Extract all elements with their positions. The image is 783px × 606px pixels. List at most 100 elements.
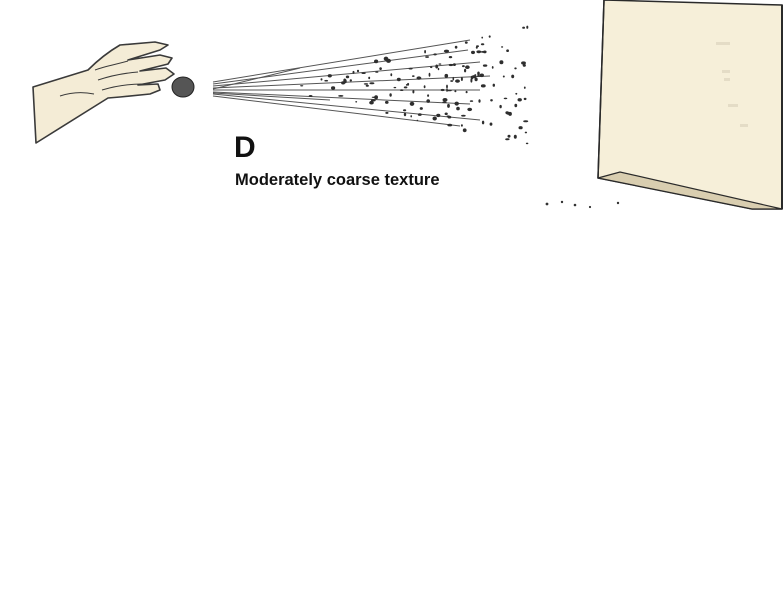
spray-particle bbox=[480, 84, 486, 88]
spray-particle bbox=[454, 101, 459, 106]
spray-particle bbox=[375, 71, 379, 73]
spray-particle bbox=[419, 107, 423, 110]
spray-particle bbox=[499, 60, 504, 65]
spray-particle bbox=[403, 109, 407, 112]
clay-ball-icon bbox=[171, 76, 195, 98]
spray-particle bbox=[460, 77, 463, 81]
spray-particle bbox=[430, 66, 433, 69]
spray-particle bbox=[379, 67, 382, 70]
spray-particle bbox=[349, 79, 352, 82]
spray-particle bbox=[452, 76, 455, 81]
panel-caption: Moderately coarse texture bbox=[235, 171, 440, 189]
throwing-hand-icon bbox=[32, 41, 175, 144]
spray-particle bbox=[403, 112, 407, 117]
spray-particle bbox=[474, 77, 478, 82]
spray-particle bbox=[444, 112, 448, 116]
spray-particle bbox=[521, 61, 526, 65]
spray-particle bbox=[471, 75, 477, 79]
spray-particle bbox=[447, 89, 452, 92]
spray-particle bbox=[517, 98, 522, 102]
spray-particle bbox=[437, 67, 440, 71]
spray-particle bbox=[465, 90, 468, 94]
spray-particle bbox=[396, 77, 401, 82]
spray-particle bbox=[427, 94, 430, 97]
spray-particle bbox=[480, 51, 485, 53]
spray-particle bbox=[374, 95, 378, 100]
spray-particle bbox=[456, 106, 460, 111]
texture-diagram-panel: D Moderately coarse texture bbox=[0, 0, 783, 210]
spray-particle bbox=[447, 123, 453, 127]
spray-particle bbox=[523, 86, 526, 89]
spray-particle bbox=[462, 128, 467, 133]
spray-particle bbox=[455, 79, 460, 83]
spray-particle bbox=[511, 74, 515, 79]
spray-particle bbox=[355, 101, 358, 103]
spray-particle bbox=[423, 85, 426, 89]
spray-particle bbox=[502, 75, 505, 78]
texture-diagram-illustration bbox=[32, 0, 783, 210]
spray-particle bbox=[447, 103, 450, 108]
spray-particle bbox=[464, 68, 467, 73]
spray-particle bbox=[505, 138, 510, 141]
spray-particle bbox=[522, 64, 526, 67]
spray-particle bbox=[442, 98, 448, 102]
spray-particle bbox=[446, 84, 448, 89]
spray-particle bbox=[428, 72, 431, 77]
spray-particle bbox=[478, 99, 481, 103]
spray-particle bbox=[432, 116, 437, 121]
spray-particle bbox=[424, 50, 426, 54]
spray-particle bbox=[385, 100, 389, 104]
spray-particle bbox=[525, 142, 529, 145]
spray-particle bbox=[488, 35, 491, 38]
spray-particle bbox=[393, 86, 397, 89]
spray-particle bbox=[410, 115, 413, 118]
spray-particle bbox=[361, 72, 366, 74]
spray-particle bbox=[460, 124, 463, 127]
spray-particle bbox=[368, 76, 371, 80]
spray-particle bbox=[462, 65, 465, 68]
spray-particle bbox=[464, 41, 468, 44]
spray-particle bbox=[503, 97, 508, 100]
spray-particle bbox=[452, 63, 456, 66]
panel-letter: D bbox=[234, 131, 256, 164]
spray-particle bbox=[507, 134, 511, 138]
spray-particle bbox=[343, 78, 347, 83]
spray-particle bbox=[467, 107, 473, 112]
spray-particle bbox=[409, 101, 415, 106]
spray-particle bbox=[374, 59, 379, 64]
spray-particle bbox=[300, 85, 304, 87]
spray-particle bbox=[356, 69, 360, 73]
spray-particle bbox=[515, 92, 518, 95]
spray-particle bbox=[454, 45, 458, 49]
spray-particle bbox=[408, 67, 413, 70]
spray-particle bbox=[448, 56, 453, 59]
spray-particle bbox=[327, 74, 332, 78]
spray-particle bbox=[465, 65, 470, 69]
spray-particle bbox=[476, 50, 482, 54]
spray-particle bbox=[442, 101, 447, 104]
spray-particle bbox=[514, 67, 517, 70]
spray-particle bbox=[440, 88, 445, 92]
spray-particle bbox=[416, 119, 419, 122]
spray-particle bbox=[411, 75, 415, 77]
spray-particle bbox=[506, 49, 509, 52]
spray-particle bbox=[501, 46, 504, 48]
spray-particle bbox=[426, 99, 431, 103]
spray-particle bbox=[469, 100, 474, 102]
spray-particle bbox=[499, 104, 502, 109]
spray-particle bbox=[443, 49, 450, 53]
spray-particle bbox=[369, 100, 374, 105]
spray-particle bbox=[338, 95, 344, 97]
spray-particle bbox=[518, 126, 523, 130]
spray-particle bbox=[492, 83, 495, 87]
spray-particle bbox=[370, 99, 376, 102]
spray-particle bbox=[435, 64, 439, 69]
spray-particle bbox=[399, 89, 404, 91]
spray-particle bbox=[405, 84, 408, 86]
particle-spray-icon bbox=[212, 25, 529, 145]
spray-particle bbox=[345, 75, 350, 79]
spray-particle bbox=[474, 74, 477, 76]
spray-particle bbox=[403, 86, 408, 89]
spray-particle bbox=[412, 90, 415, 94]
spray-particle bbox=[477, 71, 480, 76]
